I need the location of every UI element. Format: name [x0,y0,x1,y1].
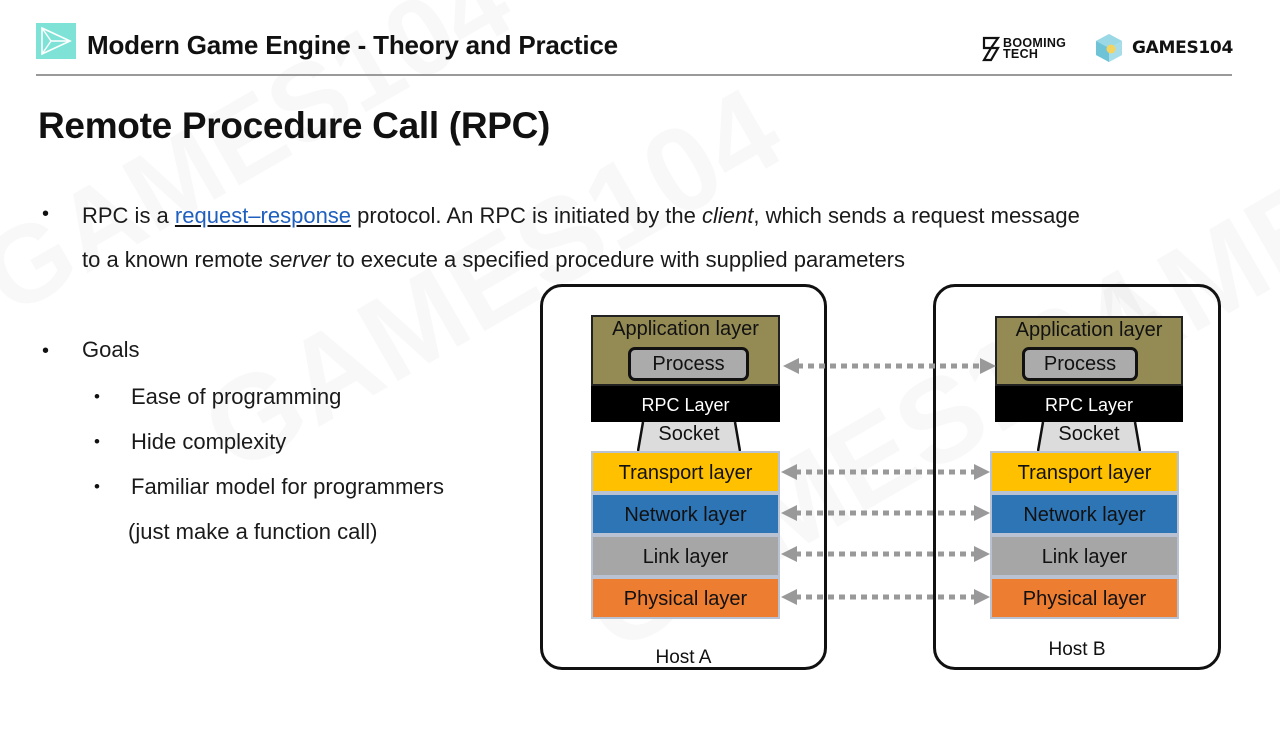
intro-paragraph: RPC is a request–response protocol. An R… [82,194,1242,282]
host-a-process: Process [628,347,749,381]
server-term: server [269,247,331,272]
host-a-box: Host A [540,284,827,670]
bullet-icon: • [94,432,100,451]
arrow-transport [781,464,990,480]
host-b-link-layer: Link layer [990,535,1179,577]
application-layer-label: Application layer [1015,319,1163,341]
bullet-icon: • [42,340,50,362]
games104-logo: GAMES104 [1094,32,1233,64]
bullet-icon: • [94,477,100,496]
goal-item: Ease of programming [131,384,342,409]
arrow-process [783,358,996,374]
goal-item: Hide complexity [131,429,287,454]
host-a-rpc-layer: RPC Layer [591,386,780,422]
client-term: client [702,203,754,228]
booming-tech-logo: BOOMING TECH [982,36,1066,62]
host-b-process: Process [1022,347,1138,381]
intro-text: , which sends a request message [753,203,1080,228]
host-b-label: Host B [1048,639,1106,660]
bullet-icon: • [42,203,50,225]
intro-text: protocol. An RPC is initiated by the [351,203,703,228]
arrow-network [781,505,990,521]
course-title: Modern Game Engine - Theory and Practice [87,30,618,60]
host-a-network-layer: Network layer [591,493,780,535]
application-layer-label: Application layer [612,318,759,340]
brand-booming: BOOMING [1003,36,1067,50]
host-b-box: Host B [933,284,1221,670]
host-a-transport-layer: Transport layer [591,451,780,493]
header-divider [36,74,1232,76]
host-a-physical-layer: Physical layer [591,577,780,619]
host-a-socket: Socket [637,422,741,451]
booming-tech-mark-icon [982,36,1000,62]
arrow-link [781,546,990,562]
host-b-socket: Socket [1037,422,1141,451]
intro-text: RPC is a [82,203,175,228]
arrow-physical [781,589,990,605]
goal-item-note: (just make a function call) [128,519,378,544]
intro-text: to a known remote [82,247,270,272]
socket-label: Socket [1058,423,1120,445]
host-a-link-layer: Link layer [591,535,780,577]
course-logo [36,23,76,59]
play-triangle-icon [41,26,72,56]
slide-title: Remote Procedure Call (RPC) [38,105,551,146]
goals-heading: Goals [82,337,140,362]
host-b-network-layer: Network layer [990,493,1179,535]
host-b-physical-layer: Physical layer [990,577,1179,619]
host-b-rpc-layer: RPC Layer [995,386,1183,422]
brand-tech: TECH [1003,47,1039,61]
request-response-link[interactable]: request–response [174,203,352,228]
cube-icon [1096,34,1122,62]
host-a-label: Host A [655,647,712,668]
goal-item: Familiar model for programmers [131,474,444,499]
host-b-transport-layer: Transport layer [990,451,1179,493]
socket-label: Socket [658,423,720,445]
intro-text: to execute a specified procedure with su… [330,247,906,272]
brand-games104: GAMES104 [1132,38,1233,58]
bullet-icon: • [94,387,100,406]
